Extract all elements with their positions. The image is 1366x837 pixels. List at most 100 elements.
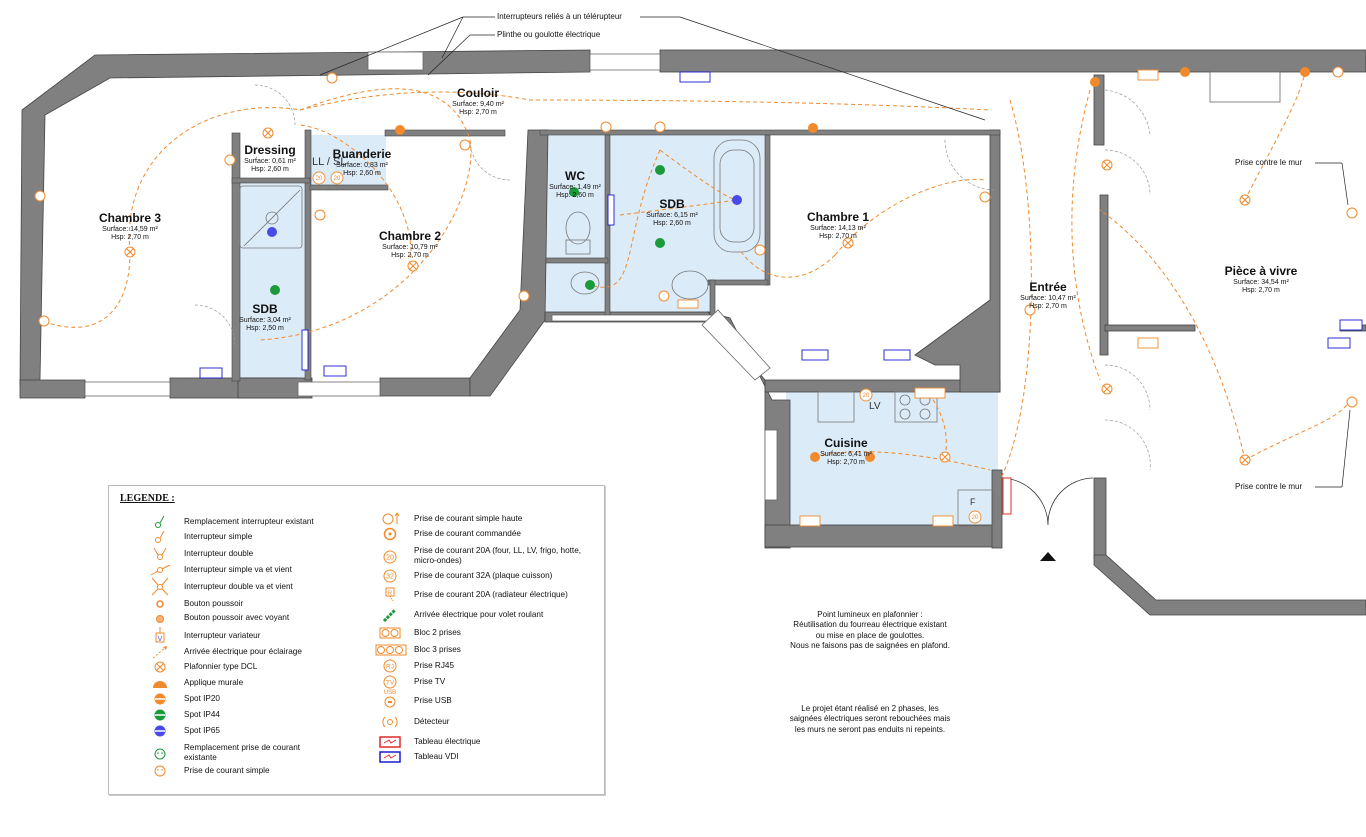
legend-label: Applique murale: [184, 678, 244, 687]
annotation-telerupteur: Interrupteurs reliés à un télérupteur: [497, 12, 622, 21]
room-name: Cuisine: [824, 436, 868, 450]
legend-item: Détecteur: [382, 716, 450, 728]
legend-label: Remplacement prise de courant existante: [184, 743, 301, 762]
room-name: Pièce à vivre: [1224, 264, 1298, 278]
legend-item: Interrupteur double va et vient: [151, 577, 293, 596]
room-surface: Surface: 0,61 m²: [244, 157, 296, 165]
push-button-icon: [148, 597, 172, 611]
room-surface: Surface: 1,49 m²: [549, 183, 601, 191]
fixture-label-ll-sl: LL / SL: [312, 156, 347, 168]
room-name: SDB: [252, 302, 278, 316]
legend-item: Spot IP65: [154, 725, 220, 737]
outlet-blocks: [677, 69, 1159, 527]
room-name: Entrée: [1029, 280, 1067, 294]
room-hsp: Hsp: 2,60 m: [556, 191, 594, 199]
outlet-20a-icon: 20: [378, 550, 402, 564]
legend-label: Prise de courant 20A (radiateur électriq…: [414, 590, 568, 599]
legend-item: Bloc 3 prises: [375, 644, 461, 656]
tv-outlet-icon: TV: [378, 675, 402, 689]
legend-label: Arrivée électrique pour volet roulant: [414, 610, 544, 619]
legend-item: Interrupteur simple va et vient: [150, 564, 292, 576]
legend-item: Tableau électrique: [379, 736, 481, 748]
room-name: Chambre 2: [378, 229, 442, 243]
room-hsp: Hsp: 2,70 m: [1029, 302, 1067, 310]
note-line: Point lumineux en plafonnier :: [817, 610, 923, 619]
legend-item: Bloc 2 prises: [379, 627, 461, 639]
legend-label: Spot IP20: [184, 694, 220, 703]
legend-item: Spot IP44: [154, 709, 220, 721]
room-surface: Surface: 3,04 m²: [239, 316, 291, 324]
legend-title: LEGENDE :: [120, 493, 175, 504]
legend-item: Remplacement interrupteur existant: [155, 515, 314, 528]
legend-item: Plafonnier type DCL: [154, 661, 257, 673]
switch-replace-icon: [148, 515, 172, 529]
legend-item: Remplacement prise de courant existante: [154, 743, 334, 763]
legend-item: Applique murale: [153, 678, 244, 688]
legend-label: Interrupteur simple va et vient: [184, 565, 292, 574]
spot-ip65-icon: [148, 724, 172, 738]
outlet-32a-icon: 32: [378, 569, 402, 583]
outlet-radiator-icon: R: [378, 587, 402, 602]
icon-text: 32: [386, 574, 394, 581]
room-name: Buanderie: [332, 147, 392, 161]
outlet-simple-icon: [148, 764, 172, 778]
outlet-20a-text: 20: [863, 393, 870, 399]
room-surface: Surface: 34,54 m²: [1233, 278, 1289, 286]
entrance-door: [1002, 477, 1094, 526]
fixture-label-lv: LV: [869, 401, 881, 412]
annotation-prise-mur-top: Prise contre le mur: [1235, 158, 1303, 167]
rj45-icon: RJ: [378, 659, 402, 673]
legend-label: Arrivée électrique pour éclairage: [184, 647, 302, 656]
sanitary-fixtures: [239, 139, 995, 527]
legend-item: Bouton poussoir: [156, 599, 243, 609]
room-surface: Surface: 10,79 m²: [382, 243, 438, 251]
legend-item: Arrivée électrique pour volet roulant: [382, 608, 544, 623]
legend-label: Interrupteur double va et vient: [184, 582, 293, 591]
note-line: les murs ne seront pas enduits ni repein…: [794, 724, 946, 734]
legend-item: Interrupteur double: [153, 547, 254, 560]
legend-label: Prise de courant simple haute: [414, 514, 523, 523]
dcl-ceiling-icon: [148, 660, 172, 674]
icon-text: TV: [386, 680, 395, 687]
room-surface: Surface: 6,41 m²: [820, 450, 872, 458]
entrance-arrow-icon: [1040, 552, 1056, 561]
legend-item: Spot IP20: [154, 693, 220, 705]
legend-label: Interrupteur double: [184, 549, 254, 558]
note-phases: Le projet étant réalisé en 2 phases, les…: [790, 704, 951, 735]
room-name: SDB: [659, 197, 685, 211]
legend-label: Prise de courant commandée: [414, 529, 521, 538]
legend-item: Tableau VDI: [379, 751, 459, 763]
vdi-panel-icon: [378, 750, 402, 764]
outlet-high-icon: [378, 512, 402, 526]
electrical-panel-icon: [1002, 477, 1012, 515]
legend-label: Remplacement interrupteur existant: [184, 517, 314, 526]
spot-ip20-symbols: [395, 67, 1310, 462]
push-button-light-icon: [148, 611, 172, 625]
legend-label: Tableau électrique: [414, 737, 481, 746]
room-hsp: Hsp: 2,60 m: [251, 165, 289, 173]
note-ceiling-lights: Point lumineux en plafonnier : Réutilisa…: [790, 610, 950, 652]
annotation-plinthe: Plinthe ou goulotte électrique: [497, 30, 601, 39]
legend-item: Prise de courant simple haute: [382, 512, 523, 525]
outlet-20a-symbols: [312, 171, 982, 524]
legend-item: Bouton poussoir avec voyant: [156, 613, 289, 623]
legend-item: Prise de courant commandée: [383, 527, 521, 541]
usb-outlet-icon: USB: [378, 690, 402, 708]
spot-ip44-symbols: [270, 165, 665, 295]
windows: [84, 51, 1281, 501]
circuit-lines: [39, 71, 1351, 481]
wall-light-icon: [148, 676, 172, 690]
legend-label: Bloc 3 prises: [414, 645, 461, 654]
room-surface: Surface: 14,59 m²: [102, 225, 158, 233]
outlet-symbols: [34, 66, 1358, 408]
